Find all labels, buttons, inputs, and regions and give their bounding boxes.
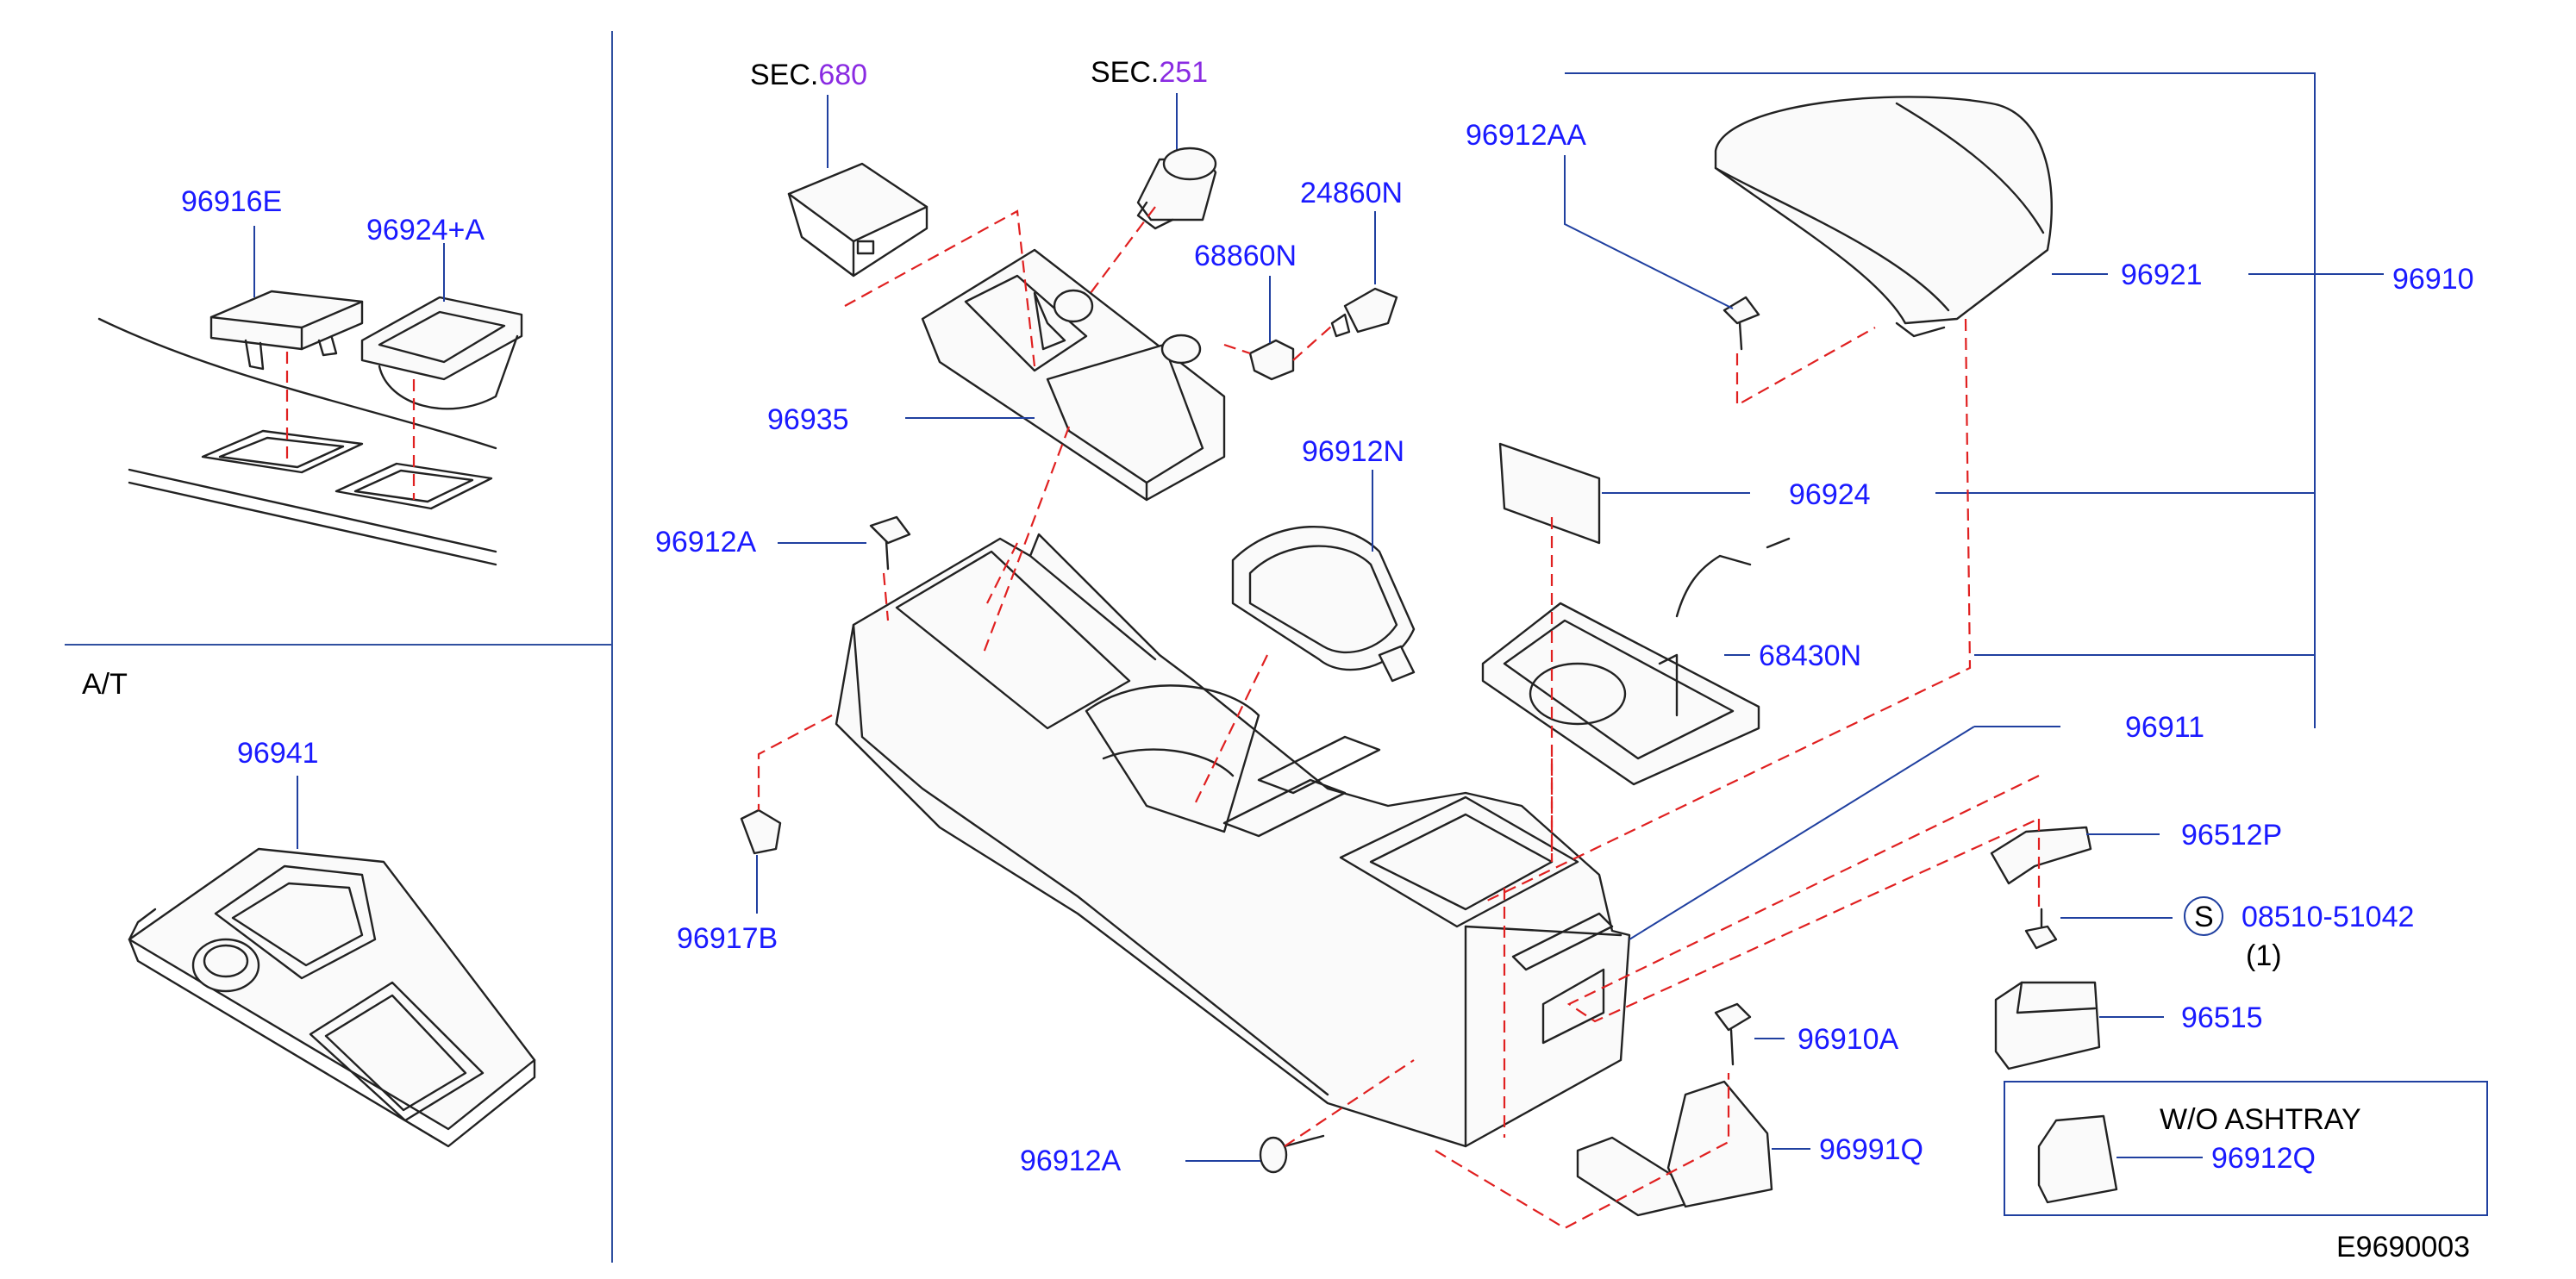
label-wo-ashtray: W/O ASHTRAY (2160, 1103, 2361, 1136)
s-symbol-circle (2184, 896, 2223, 936)
wo-ashtray-box: W/O ASHTRAY 96912Q (2004, 1081, 2488, 1216)
label-96924A: 96924+A (366, 214, 485, 246)
label-68860N: 68860N (1194, 240, 1297, 272)
label-96512P: 96512P (2181, 819, 2282, 852)
label-at: A/T (82, 668, 128, 701)
bulb-24860N (1330, 287, 1398, 338)
label-s-symbol: S (2194, 901, 2214, 933)
ashtray-sec680 (787, 95, 928, 278)
ashtray-96515 (1994, 981, 2101, 1070)
label-96911: 96911 (2125, 711, 2204, 744)
label-96924: 96924 (1789, 478, 1871, 511)
label-sec251: SEC.251 (1091, 56, 1208, 89)
label-24860N: 24860N (1300, 177, 1403, 209)
liner-96912N (1231, 525, 1416, 683)
label-96912AA: 96912AA (1466, 119, 1586, 152)
label-96921: 96921 (2121, 259, 2203, 291)
cover-plate-96916E (209, 290, 364, 371)
clip-96917B (740, 808, 782, 855)
console-body-96911 (835, 533, 1631, 1148)
label-96941: 96941 (237, 737, 319, 770)
bracket-96991Q (1576, 1080, 1773, 1217)
shift-knob-sec251 (1136, 93, 1217, 230)
finisher-96935 (921, 248, 1226, 502)
label-96515: 96515 (2181, 1001, 2263, 1034)
screw-96912A-bottom (1259, 1134, 1325, 1174)
screw-96910A (1714, 1002, 1752, 1066)
label-96991Q: 96991Q (1819, 1133, 1923, 1166)
screw-96912AA (1723, 296, 1760, 351)
label-96935: 96935 (767, 403, 849, 436)
finisher-96941 (128, 847, 536, 1148)
dashed-guides (757, 206, 2041, 1230)
bracket-96512P (1990, 826, 2092, 885)
inset-top-left: 96916E 96924+A (97, 185, 523, 566)
label-96916E: 96916E (181, 185, 282, 218)
label-68430N: 68430N (1759, 640, 1861, 672)
screw-08510-51042 (2024, 908, 2058, 950)
screw-96912A-top (869, 515, 911, 571)
label-qty-1: (1) (2246, 939, 2282, 972)
label-96912Q: 96912Q (2211, 1142, 2316, 1175)
label-96910A: 96910A (1798, 1023, 1899, 1056)
label-96917B: 96917B (677, 922, 778, 955)
cup-96924A (360, 296, 523, 410)
drawing-code: E9690003 (2336, 1231, 2470, 1263)
inset-at: A/T 96941 (82, 668, 536, 1148)
label-08510-51042: 08510-51042 (2241, 901, 2414, 933)
clip-68860N (1248, 339, 1295, 381)
armrest-96921 (1714, 96, 2053, 338)
label-96912N: 96912N (1302, 435, 1404, 468)
lid-96924 (1498, 442, 1601, 545)
label-96912A-top: 96912A (655, 526, 757, 558)
label-96912A-bottom: 96912A (1020, 1145, 1122, 1177)
label-96910: 96910 (2392, 263, 2474, 296)
label-sec680: SEC.680 (750, 59, 867, 91)
tray-68430N (1481, 602, 1760, 786)
